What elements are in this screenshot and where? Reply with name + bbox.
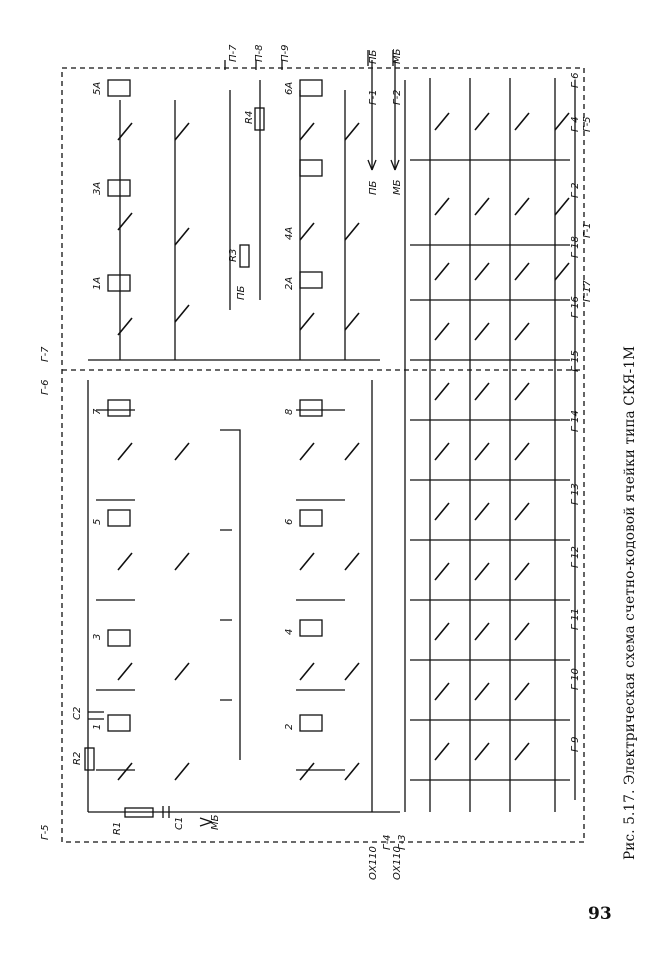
relay-7: 7 (92, 408, 103, 415)
right-terminal: Г-18 (570, 236, 581, 258)
right-terminal: Г-13 (570, 483, 581, 505)
relay-2: 2 (284, 724, 295, 730)
relay-5: 5 (92, 519, 103, 525)
relay-4: 4 (284, 629, 295, 635)
mb-label: МБ (210, 814, 221, 830)
figure-caption: Рис. 5.17. Электрическая схема счетно-ко… (622, 345, 638, 860)
right-terminal: Г-5 (582, 116, 593, 132)
supply-label: ОХ110 (392, 846, 403, 880)
relay-3: 3 (92, 634, 103, 640)
right-terminal: Г-6 (570, 72, 581, 88)
bus-label-g1: Г-1 (368, 89, 379, 105)
right-terminal: Г-2 (570, 182, 581, 198)
right-terminal: Г-1 (582, 222, 593, 238)
relay-3a: 3А (92, 182, 103, 195)
bus-label-pb: ПБ (368, 180, 379, 195)
relay-6: 6 (284, 519, 295, 525)
relay-8: 8 (284, 409, 295, 415)
relay-1: 1 (92, 724, 103, 730)
right-terminal: Г-17 (582, 279, 593, 302)
bus-label-mb: МБ (392, 179, 403, 195)
relay-4a: 4А (284, 227, 295, 240)
right-terminal: Г-16 (570, 296, 581, 318)
right-terminal: Г-9 (570, 736, 581, 752)
page-number: 93 (588, 904, 612, 924)
right-terminal: Г-15 (570, 350, 581, 372)
bottom-terminal-g3: Г-3 (397, 834, 408, 850)
terminal-g6: Г-6 (40, 379, 51, 395)
terminal-g7: Г-7 (40, 346, 51, 362)
relay-5a: 5А (92, 82, 103, 95)
right-terminal: Г-14 (570, 410, 581, 432)
component-r1: R1 (112, 822, 123, 835)
terminal-p7: П-7 (228, 44, 239, 62)
enclosure-boundary (61, 67, 585, 843)
supply-label: ОХ110 (368, 846, 379, 880)
terminal-g5: Г-5 (40, 824, 51, 840)
bus-label-g2: Г-2 (392, 89, 403, 105)
component-c2: C2 (72, 707, 83, 720)
pb-label: ПБ (236, 285, 247, 300)
component-r4: R4 (244, 111, 255, 124)
right-terminal: Г-11 (570, 608, 581, 630)
component-r3: R3 (228, 249, 239, 262)
top-bus-pb: ПБ (368, 49, 379, 64)
terminal-p9: П-9 (280, 45, 291, 63)
component-r2: R2 (72, 752, 83, 765)
relay-6a: 6А (284, 82, 295, 95)
right-terminal: Г-12 (570, 546, 581, 568)
relay-2a: 2А (284, 277, 295, 290)
top-bus-mb: МБ (392, 48, 403, 64)
bottom-terminal-g4: Г-4 (382, 834, 393, 850)
right-terminal: Г-4 (570, 116, 581, 132)
component-c1: C1 (174, 817, 185, 830)
terminal-p8: П-8 (254, 45, 265, 63)
relay-1a: 1А (92, 277, 103, 290)
right-terminal: Г-10 (570, 668, 581, 690)
